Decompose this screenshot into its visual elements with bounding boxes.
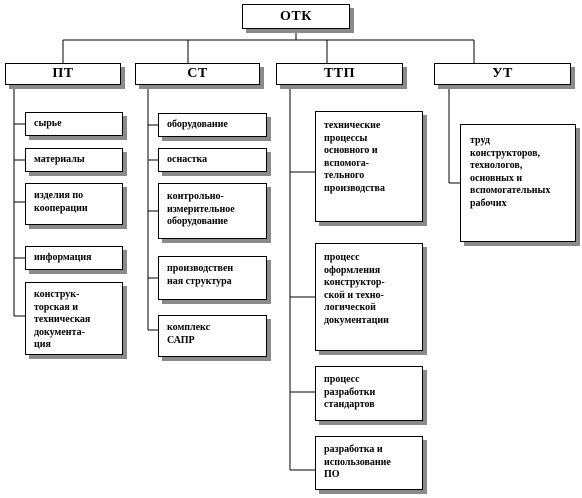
pt-item-4: информация [25,246,123,270]
ttp-item-2: процесс оформления конструктор- ской и т… [315,243,423,351]
pt-item-1: сырье [25,112,123,136]
column-title-pt: ПТ [52,66,74,81]
pt-item-2: материалы [25,148,123,172]
column-title-ttp: ТТП [323,66,356,81]
column-header-pt: ПТ [5,63,121,85]
column-header-st: СТ [135,63,260,85]
root-label: ОТК [280,8,312,24]
ut-item-1: труд конструкторов, технологов, основных… [460,124,576,242]
root-box-otk: ОТК [242,4,350,29]
st-item-4: производствен ная структура [158,256,267,300]
column-title-st: СТ [187,66,208,81]
ttp-item-1: технические процессы основного и вспомог… [315,111,423,222]
ttp-item-4: разработка и использование ПО [315,436,423,490]
column-header-ut: УТ [434,63,571,85]
st-item-3: контрольно- измерительное оборудование [158,183,267,239]
st-item-1: оборудование [158,113,267,137]
column-title-ut: УТ [492,66,513,81]
st-item-2: оснастка [158,148,267,172]
column-header-ttp: ТТП [276,63,403,85]
ttp-item-3: процесс разработки стандартов [315,366,423,421]
st-item-5: комплекс САПР [158,315,267,357]
pt-item-5: конструк- торская и техническая документ… [25,282,123,355]
pt-item-3: изделия по кооперации [25,183,123,225]
